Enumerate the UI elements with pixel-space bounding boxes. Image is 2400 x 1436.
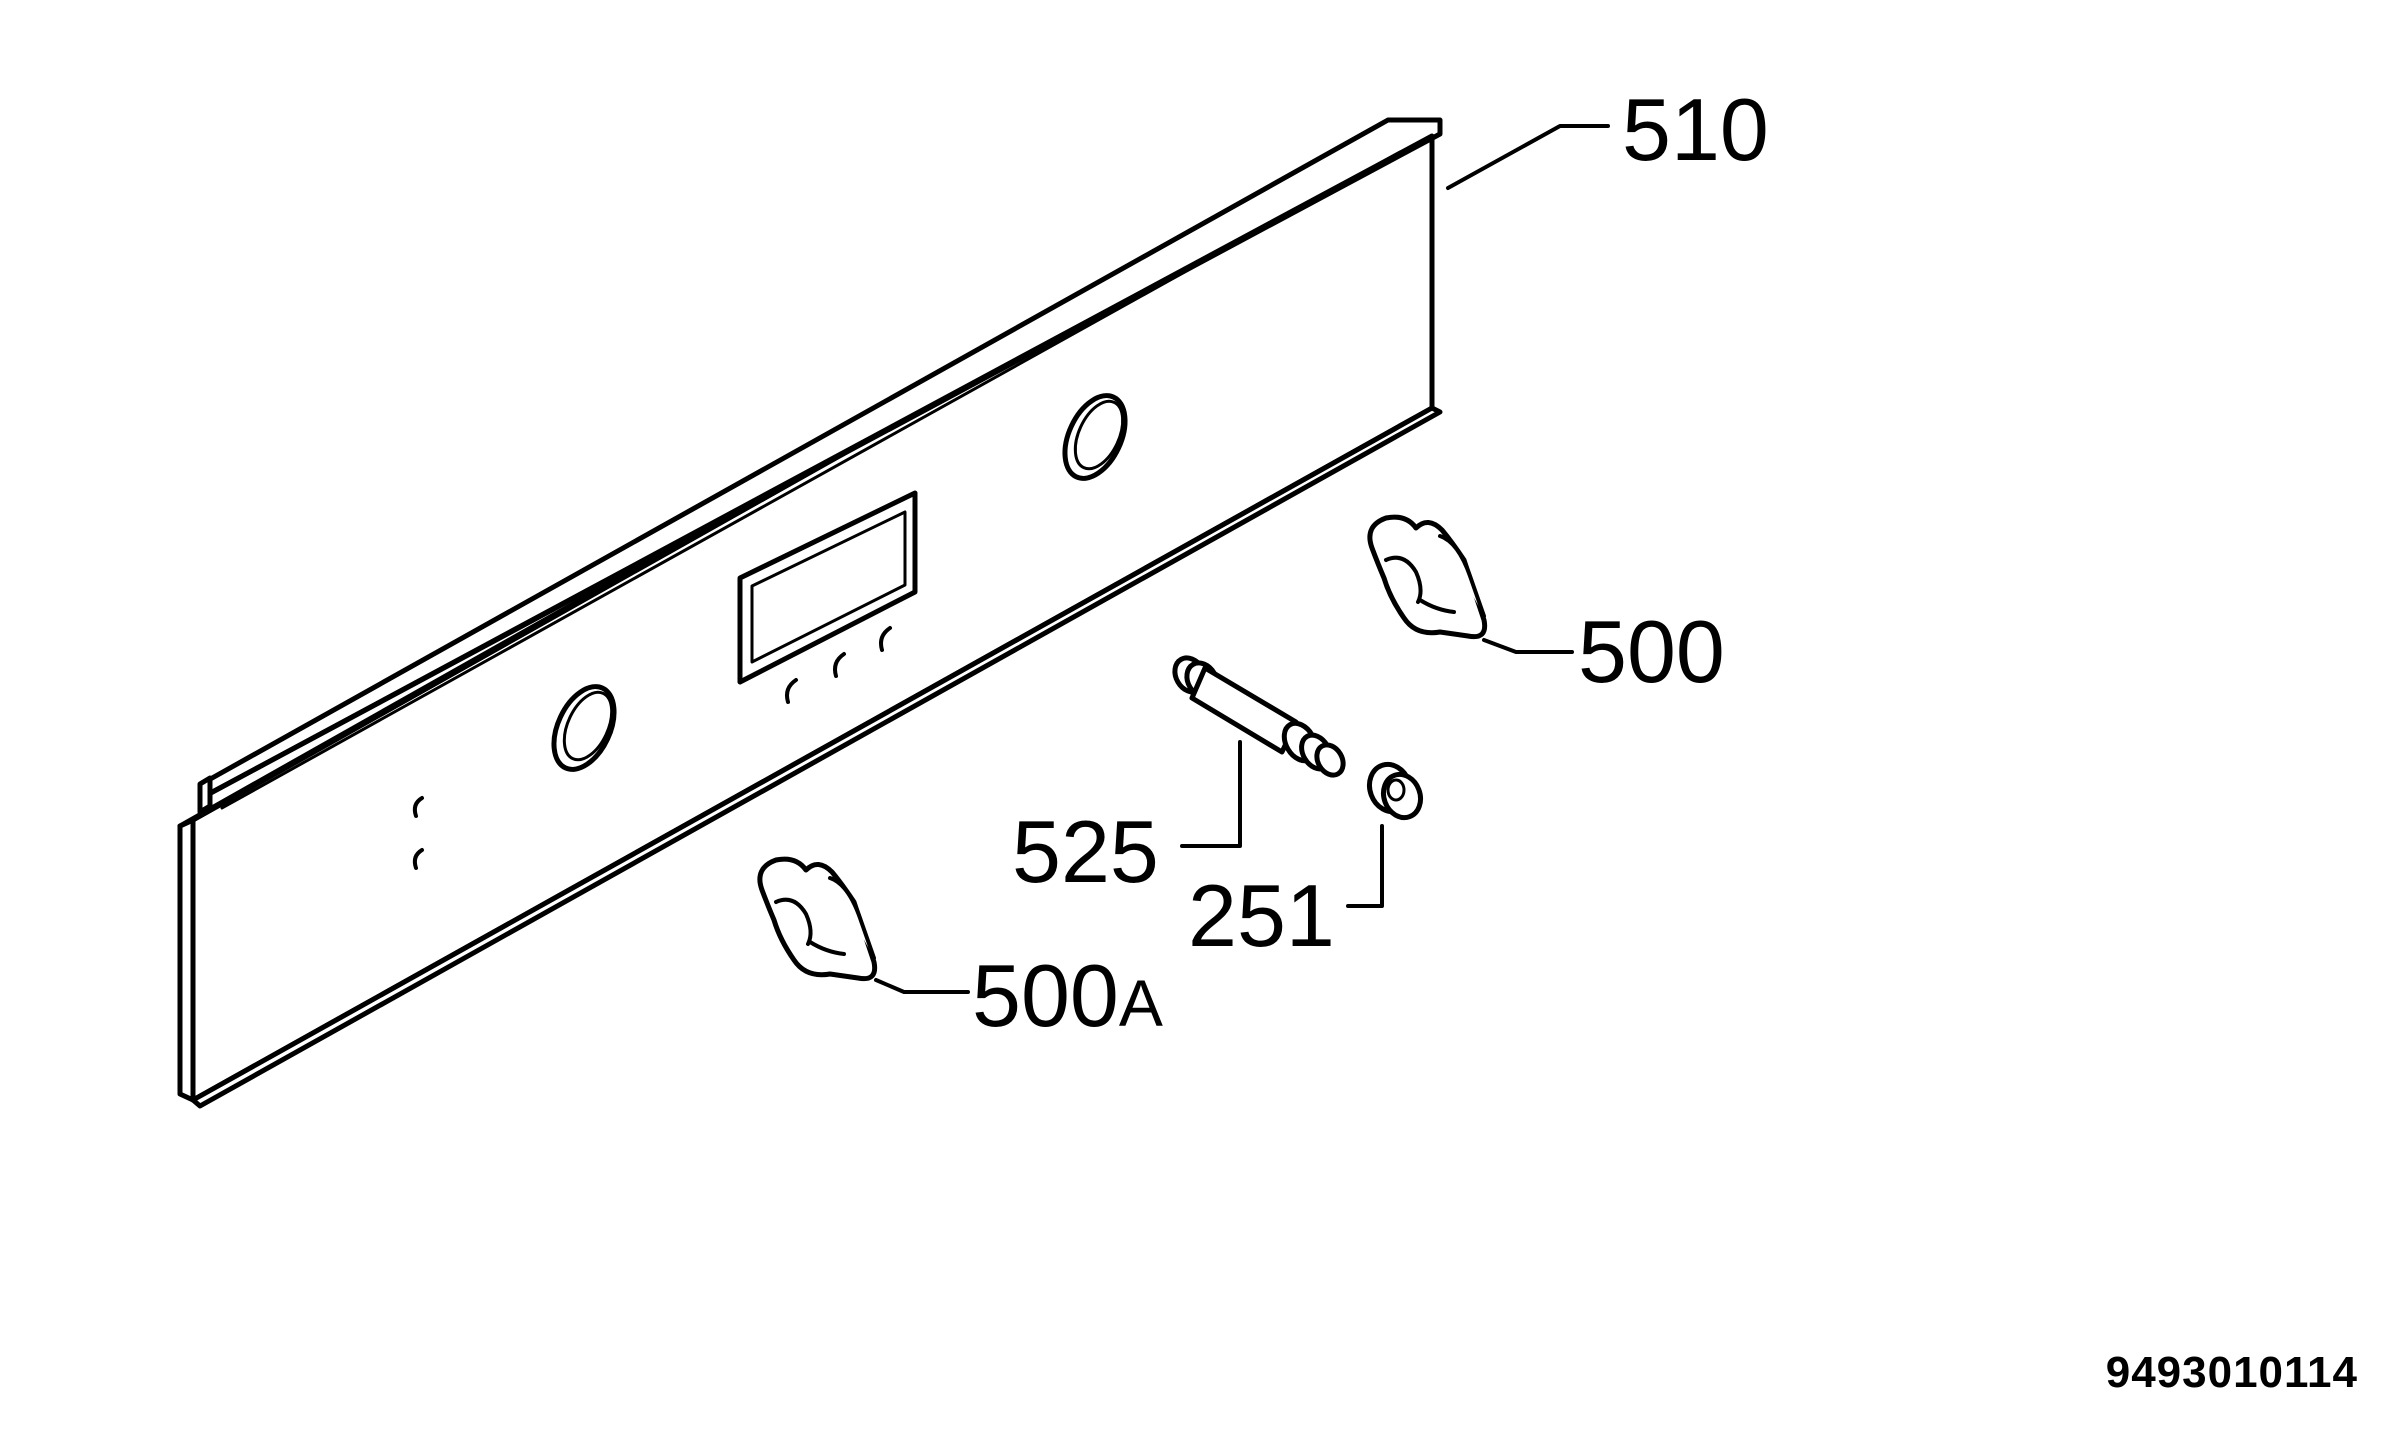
document-number: 9493010114 [2105,1348,2358,1397]
knob-hole-right [1062,393,1128,481]
label-525: 525 [1012,802,1159,901]
leader-line-500 [1482,638,1574,654]
label-500a: 500A [972,946,1163,1045]
label-500: 500 [1578,602,1725,701]
leader-line-510 [1446,124,1610,190]
leader-line-500a [874,978,970,994]
indicator-lights [785,626,892,704]
knob-right [1367,514,1488,640]
panel-small-holes [412,796,424,870]
knob-hole-left [551,684,617,772]
label-500a-suffix: A [1119,966,1163,1040]
leader-line-251 [1346,824,1384,908]
label-510: 510 [1622,80,1769,179]
display-window [737,490,918,685]
push-button [1366,761,1424,821]
label-251: 251 [1188,866,1335,965]
label-500a-number: 500 [972,946,1119,1045]
leader-line-525 [1180,740,1242,848]
shaft-part [1172,655,1346,778]
knob-left [757,856,878,982]
